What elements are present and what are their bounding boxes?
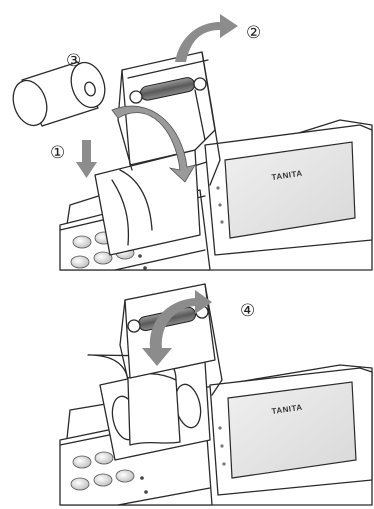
bottom-panel: TANITA ④ — [60, 284, 372, 505]
step-2-label: ② — [246, 23, 261, 43]
step-4-label: ④ — [240, 301, 255, 321]
step-3-label: ③ — [66, 51, 81, 71]
insert-arrow — [76, 140, 97, 178]
top-panel: TANITA ③ — [8, 14, 372, 270]
step-1-label: ① — [50, 143, 65, 163]
open-lid-arrow — [175, 14, 238, 62]
paper-roll — [8, 58, 111, 130]
